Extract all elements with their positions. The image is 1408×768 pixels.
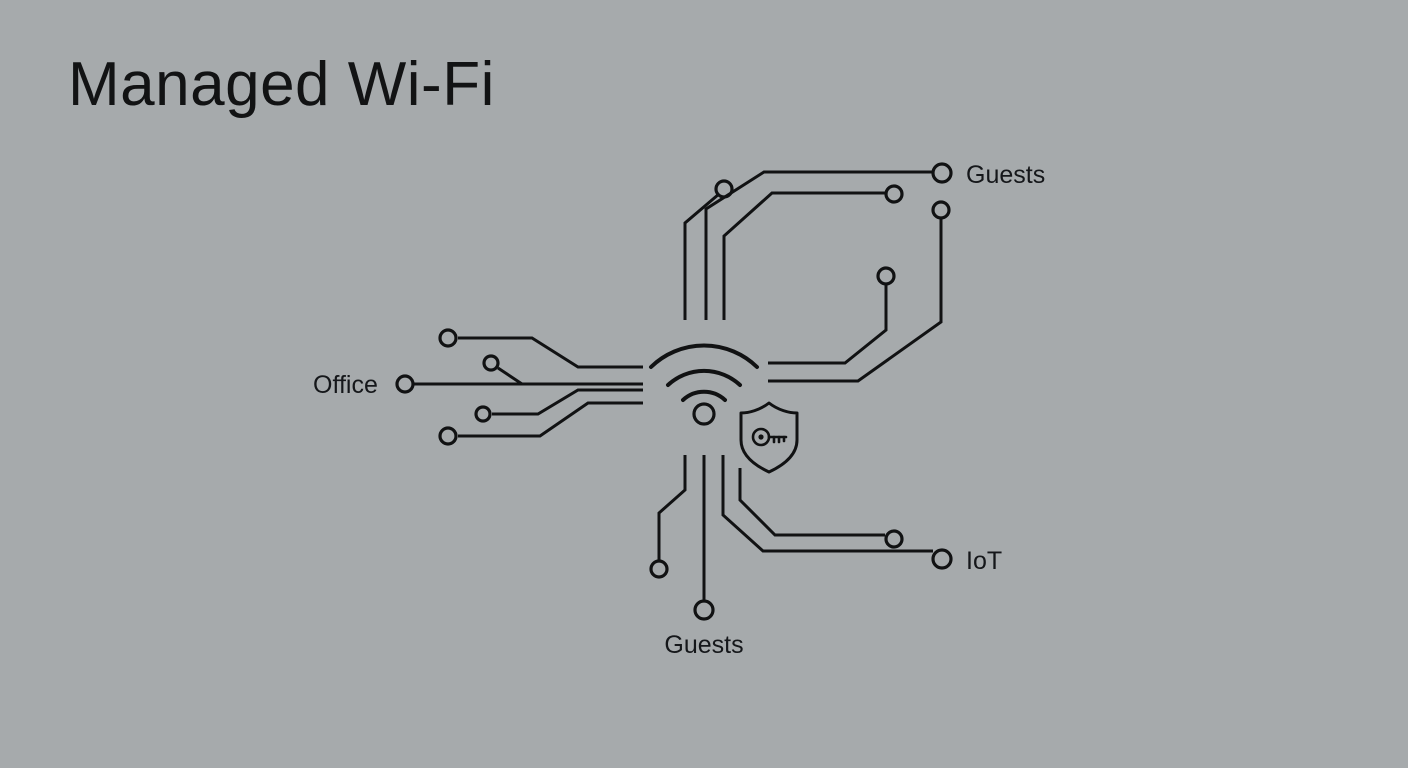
trace-left-lower: [458, 401, 643, 438]
node-top-inner: [714, 179, 734, 199]
node-bottom-mid: [884, 529, 904, 549]
wifi-arc-outer: [649, 343, 759, 369]
trace-top-3: [722, 191, 885, 320]
node-guests-bottom-endpoint: [693, 599, 715, 621]
node-bottom-left: [649, 559, 669, 579]
trace-bottom-4: [738, 468, 885, 537]
node-iot-endpoint: [931, 548, 953, 570]
wifi-arc-middle: [666, 368, 742, 387]
label-guests-bottom: Guests: [664, 631, 743, 659]
key-head-hole: [758, 434, 764, 440]
page-title: Managed Wi-Fi: [68, 50, 495, 119]
node-left-upper: [438, 328, 458, 348]
node-office-endpoint: [395, 374, 415, 394]
wifi-center-dot: [692, 402, 716, 426]
trace-left-lower-small: [492, 388, 643, 416]
trace-right-upper: [768, 285, 888, 365]
trace-right-lower: [768, 219, 943, 383]
trace-left-upper: [458, 336, 643, 369]
node-guests-endpoint: [931, 162, 953, 184]
label-office: Office: [313, 371, 378, 399]
shield-key-icon: [739, 401, 799, 474]
key-teeth: [772, 435, 786, 444]
trace-top-1: [683, 192, 720, 320]
node-left-lower-small: [474, 405, 492, 423]
node-right-top: [931, 200, 951, 220]
bottom-trace-group: [649, 455, 953, 621]
trace-bottom-1: [657, 455, 687, 560]
shield-outline: [739, 401, 799, 474]
trace-top-2: [704, 170, 933, 320]
node-top-mid: [884, 184, 904, 204]
node-left-upper-small: [482, 354, 500, 372]
top-trace-group: [683, 162, 953, 320]
right-trace-group: [768, 200, 951, 383]
node-right-mid: [876, 266, 896, 286]
wifi-arc-inner: [681, 389, 727, 402]
trace-left-upper-small: [497, 366, 523, 386]
trace-bottom-3: [721, 455, 933, 553]
label-iot: IoT: [966, 547, 1002, 575]
node-left-lower: [438, 426, 458, 446]
wifi-signal-icon: [649, 343, 759, 426]
left-trace-group: [395, 328, 643, 446]
label-guests-right: Guests: [966, 161, 1045, 189]
